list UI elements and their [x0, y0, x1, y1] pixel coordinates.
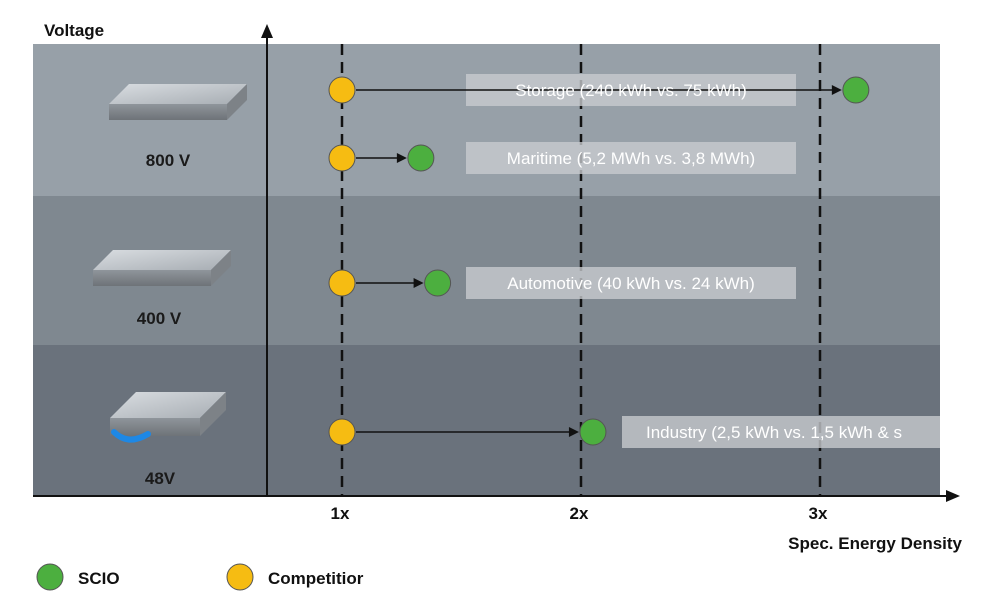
voltage-label: 400 V [137, 309, 182, 328]
x-axis-arrow-icon [946, 490, 960, 502]
callout-box [622, 416, 940, 448]
arrow-head-icon [831, 85, 842, 95]
battery-module-800v-icon [109, 84, 247, 120]
callout-label: Maritime (5,2 MWh vs. 3,8 MWh) [507, 149, 755, 168]
callout-label: Storage (240 kWh vs. 75 kWh) [515, 81, 746, 100]
competitor-marker [328, 144, 356, 172]
arrow-head-icon [413, 278, 424, 288]
callout-box [466, 267, 796, 299]
y-axis-title: Voltage [44, 21, 104, 40]
voltage-label: 48V [145, 469, 176, 488]
x-tick-label: 2x [570, 504, 589, 523]
x-tick-label: 3x [809, 504, 828, 523]
x-axis-title: Spec. Energy Density [788, 534, 962, 553]
battery-module-48v-icon [110, 392, 226, 443]
scio-marker [842, 76, 870, 104]
callout-label: Automotive (40 kWh vs. 24 kWh) [507, 274, 755, 293]
competitor-marker [328, 76, 356, 104]
scio-marker [579, 418, 607, 446]
callout-box [466, 142, 796, 174]
arrow-head-icon [396, 153, 407, 163]
callout-label: Industry (2,5 kWh vs. 1,5 kWh & s [646, 423, 902, 442]
legend-scio-label: SCIO [78, 569, 120, 588]
y-axis-arrow-icon [261, 24, 273, 38]
legend-competitor-marker [226, 563, 254, 591]
competitor-marker [328, 269, 356, 297]
competitor-marker [328, 418, 356, 446]
voltage-label: 800 V [146, 151, 191, 170]
scio-marker [407, 144, 435, 172]
legend-scio-marker [36, 563, 64, 591]
arrow-head-icon [568, 427, 579, 437]
battery-module-400v-icon [93, 250, 231, 286]
legend-competitor-label: Competitior [268, 569, 364, 588]
scio-marker [424, 269, 452, 297]
x-tick-label: 1x [331, 504, 350, 523]
